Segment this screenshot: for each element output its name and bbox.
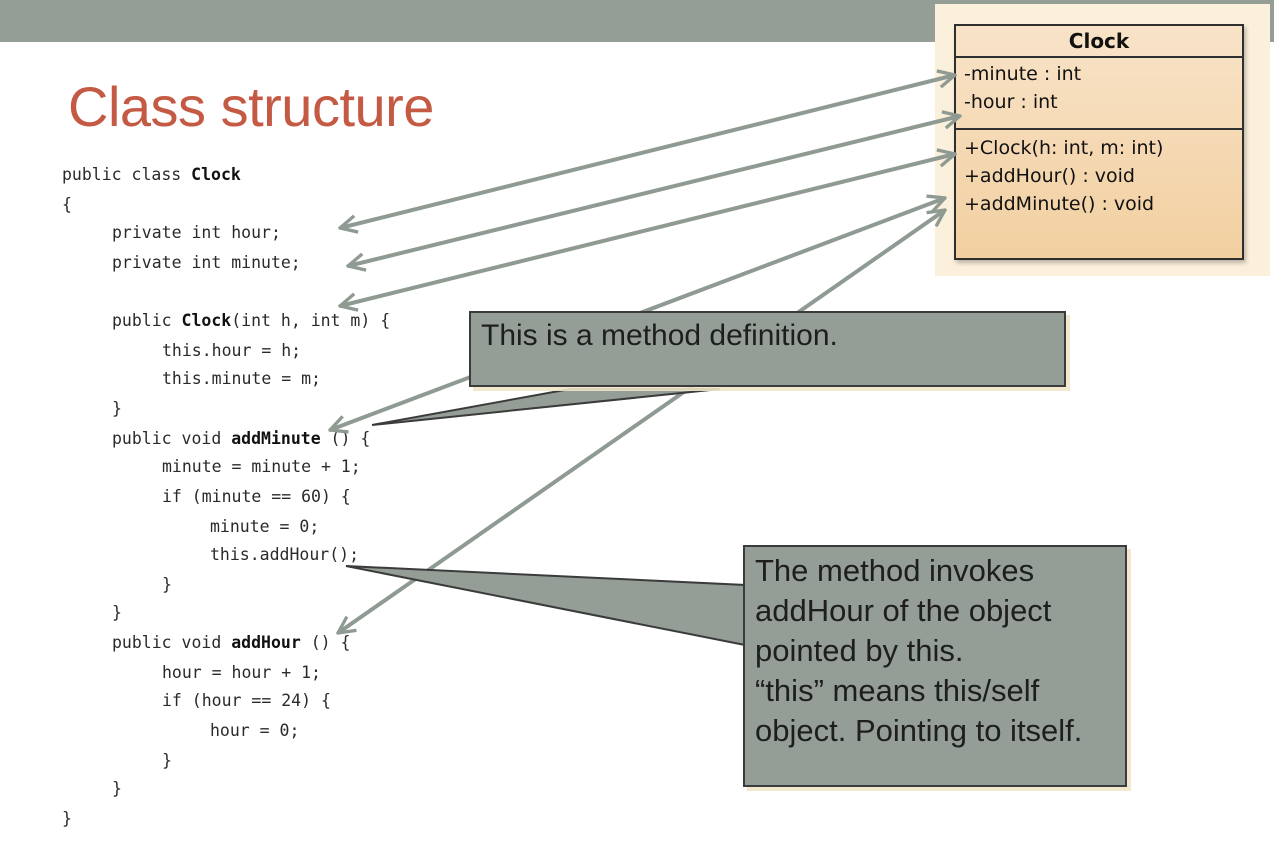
code-line: } xyxy=(112,603,122,622)
arrow-addhour xyxy=(338,210,945,633)
callout-text-line: object. Pointing to itself. xyxy=(755,713,1083,748)
callout-invokes-addhour: The method invokes addHour of the object… xyxy=(743,545,1127,787)
code-line: hour = 0; xyxy=(210,721,300,740)
callout-2-pointer xyxy=(345,565,746,647)
uml-class-name: Clock xyxy=(956,26,1242,58)
code-line: } xyxy=(112,399,122,418)
code-line: } xyxy=(162,575,172,594)
uml-operation: +addHour() : void xyxy=(964,165,1135,187)
uml-operation: +Clock(h: int, m: int) xyxy=(964,137,1164,159)
uml-attribute: -hour : int xyxy=(964,91,1058,113)
arrow-minute xyxy=(348,116,960,266)
uml-class-box: Clock -minute : int -hour : int +Clock(h… xyxy=(954,24,1244,260)
callout-text-line: addHour of the object xyxy=(755,593,1052,628)
uml-operations: +Clock(h: int, m: int) +addHour() : void… xyxy=(956,130,1242,218)
uml-attribute: -minute : int xyxy=(964,63,1082,85)
code-line: } xyxy=(62,809,72,828)
callout-method-definition: This is a method definition. xyxy=(469,311,1066,387)
code-line: private int minute; xyxy=(112,253,301,272)
callout-1-pointer xyxy=(371,388,721,426)
callout-text-line: pointed by this. xyxy=(755,633,964,668)
uml-attributes: -minute : int -hour : int xyxy=(956,58,1242,130)
code-line: public class Clock xyxy=(62,165,241,184)
code-line: this.addHour(); xyxy=(210,545,360,564)
code-line: if (minute == 60) { xyxy=(162,487,351,506)
code-line: } xyxy=(112,779,122,798)
code-line: this.minute = m; xyxy=(162,369,321,388)
code-line: private int hour; xyxy=(112,223,281,242)
code-line: if (hour == 24) { xyxy=(162,691,331,710)
code-line: public void addHour () { xyxy=(112,633,351,652)
uml-operation: +addMinute() : void xyxy=(964,193,1155,215)
code-line: this.hour = h; xyxy=(162,341,302,360)
code-line: } xyxy=(162,751,172,770)
code-line: hour = hour + 1; xyxy=(162,663,321,682)
callout-text-line: The method invokes xyxy=(755,553,1035,588)
callout-text-line: “this” means this/self xyxy=(755,673,1040,708)
arrow-hour xyxy=(340,75,955,228)
callout-text: This is a method definition. xyxy=(481,319,838,352)
code-line: minute = 0; xyxy=(210,517,320,536)
code-line: { xyxy=(62,195,72,214)
